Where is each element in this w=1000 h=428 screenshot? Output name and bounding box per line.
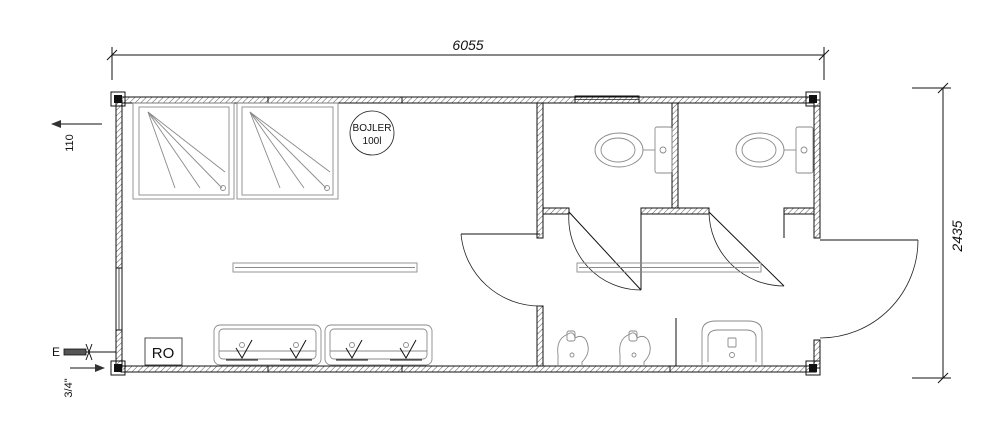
- water-connection: 3/4": [63, 364, 105, 398]
- ro-unit: RO: [144, 337, 183, 366]
- ro-label: RO: [152, 345, 175, 362]
- height-dimension: 2435: [912, 82, 965, 384]
- top-window: [574, 95, 640, 104]
- interior-partitions: [536, 102, 815, 367]
- washbasin-trough-1: [213, 324, 322, 366]
- doors: [460, 211, 919, 339]
- left-window: [115, 267, 123, 331]
- outer-walls: [110, 91, 821, 376]
- urinal-2: [619, 330, 651, 366]
- bench-right: [576, 262, 762, 273]
- electric-connection: E: [52, 343, 116, 361]
- boiler-label-line2: 100l: [363, 136, 382, 147]
- drain-label: 110: [64, 134, 76, 152]
- electric-label: E: [52, 345, 60, 359]
- width-dimension-label: 6055: [452, 37, 483, 53]
- bench-left: [232, 262, 418, 273]
- shower-tray-1: [132, 102, 235, 200]
- height-dimension-label: 2435: [949, 220, 965, 252]
- toilet-2: [735, 126, 814, 174]
- drain-connection: 110: [51, 120, 102, 152]
- toilet-1: [594, 126, 673, 174]
- shower-tray-2: [236, 102, 339, 200]
- washbasin-trough-2: [324, 324, 433, 366]
- boiler: BOJLER 100l: [349, 110, 395, 156]
- water-label: 3/4": [63, 378, 75, 397]
- boiler-label-line1: BOJLER: [353, 123, 392, 134]
- urinal-1: [557, 330, 589, 366]
- width-dimension: 6055: [106, 37, 830, 80]
- hand-washbasin: [701, 320, 763, 366]
